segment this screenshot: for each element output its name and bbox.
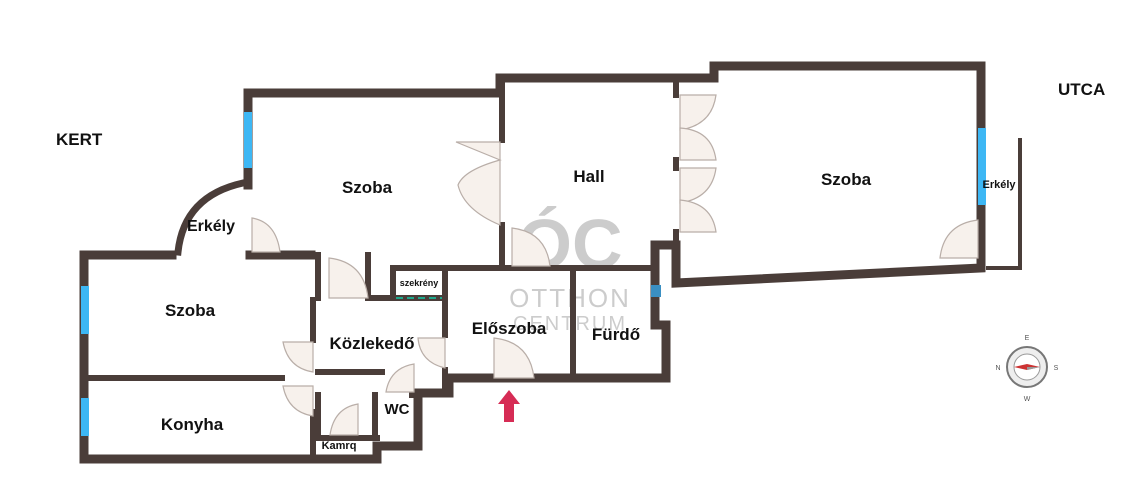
room-hall: Hall [573, 167, 604, 186]
inner-walls [87, 77, 679, 458]
watermark-line2: CENTRUM [513, 313, 627, 335]
room-szoba-main: Szoba [342, 178, 393, 197]
room-eloszoba: Előszoba [472, 319, 547, 338]
watermark-line1: OTTHON [509, 283, 631, 313]
doors [251, 94, 979, 436]
room-wc: WC [385, 401, 410, 418]
balcony-arc-left [174, 178, 248, 256]
compass-west: W [1024, 396, 1031, 403]
entrance-arrow [498, 390, 520, 422]
outer-walls [79, 61, 1022, 464]
room-szoba-left: Szoba [165, 301, 216, 320]
windows [81, 112, 986, 436]
room-erkely-left: Erkély [187, 218, 235, 235]
compass-east: E [1025, 335, 1030, 342]
room-erkely-right: Erkély [982, 179, 1016, 191]
room-szekreny: szekrény [400, 278, 439, 288]
room-kamra: Kamrq [322, 440, 357, 452]
room-konyha: Konyha [161, 415, 224, 434]
room-furdo: Fürdő [592, 325, 640, 344]
compass-south: S [1054, 365, 1059, 372]
label-garden: KERT [56, 130, 103, 149]
room-kozlekedo: Közlekedő [329, 334, 414, 353]
room-szoba-right: Szoba [821, 170, 872, 189]
compass-icon: E S W N [995, 335, 1058, 403]
label-street: UTCA [1058, 80, 1105, 99]
compass-north: N [995, 365, 1000, 372]
